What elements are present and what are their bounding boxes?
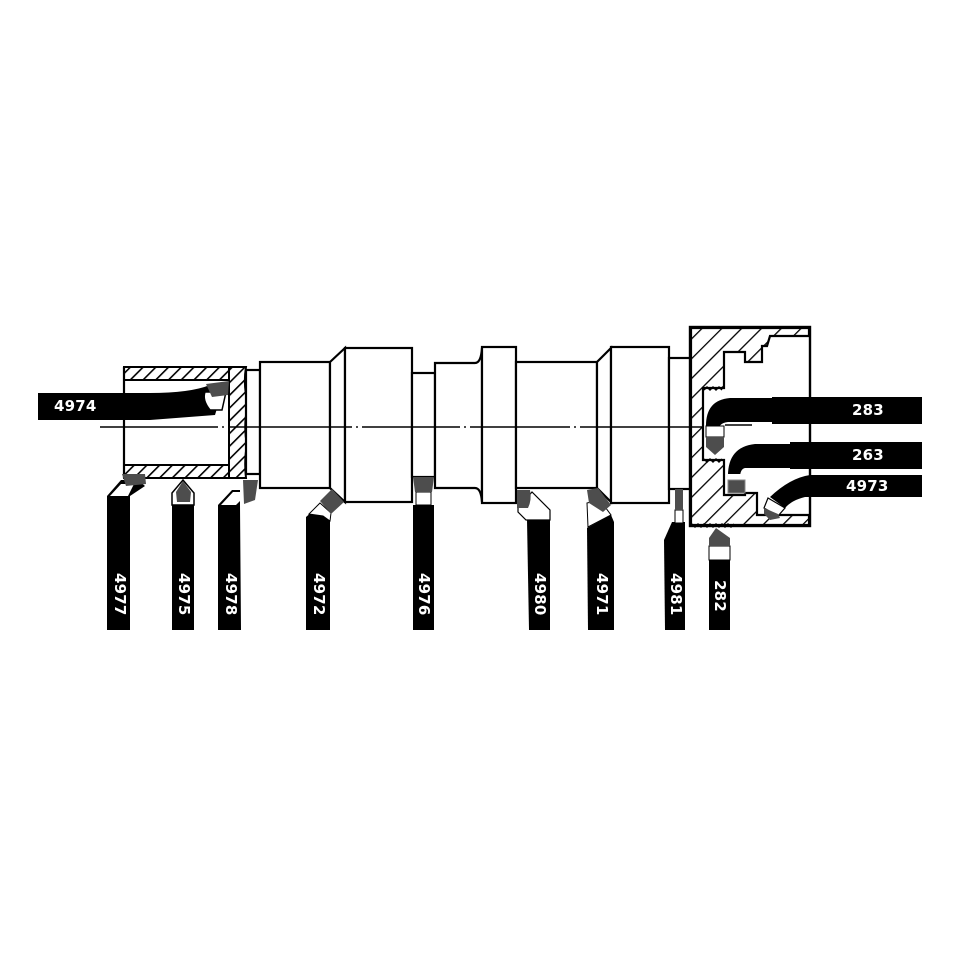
tool-label-4975: 4975 xyxy=(175,573,193,616)
tool-label-4972: 4972 xyxy=(310,573,328,616)
tool-4974[interactable] xyxy=(38,381,229,420)
stepped-shaft xyxy=(244,345,693,505)
tool-282[interactable] xyxy=(708,528,731,630)
tool-label-4973: 4973 xyxy=(846,477,889,495)
tool-4976[interactable] xyxy=(413,477,434,630)
tool-label-263: 263 xyxy=(852,446,884,464)
tool-label-4971: 4971 xyxy=(593,573,611,616)
tool-283[interactable] xyxy=(705,397,922,455)
tool-label-283: 283 xyxy=(852,401,884,419)
tool-label-4976: 4976 xyxy=(415,573,433,616)
tool-4981[interactable] xyxy=(664,489,685,630)
hollow-workpiece xyxy=(122,366,250,479)
tool-4978[interactable] xyxy=(218,480,258,630)
tool-label-4977: 4977 xyxy=(111,573,129,616)
tool-4980[interactable] xyxy=(517,490,551,630)
tool-label-4974: 4974 xyxy=(54,397,97,415)
tool-label-4978: 4978 xyxy=(222,573,240,616)
tool-263[interactable] xyxy=(727,442,922,494)
tool-4972[interactable] xyxy=(306,489,344,630)
tool-4977[interactable] xyxy=(107,474,146,630)
tool-4975[interactable] xyxy=(171,478,195,630)
tool-label-4981: 4981 xyxy=(667,573,685,616)
tool-4973[interactable] xyxy=(763,475,922,520)
centerline xyxy=(100,424,752,428)
tool-label-4980: 4980 xyxy=(531,573,549,616)
tool-4971[interactable] xyxy=(586,488,614,630)
tool-label-282: 282 xyxy=(711,580,729,612)
